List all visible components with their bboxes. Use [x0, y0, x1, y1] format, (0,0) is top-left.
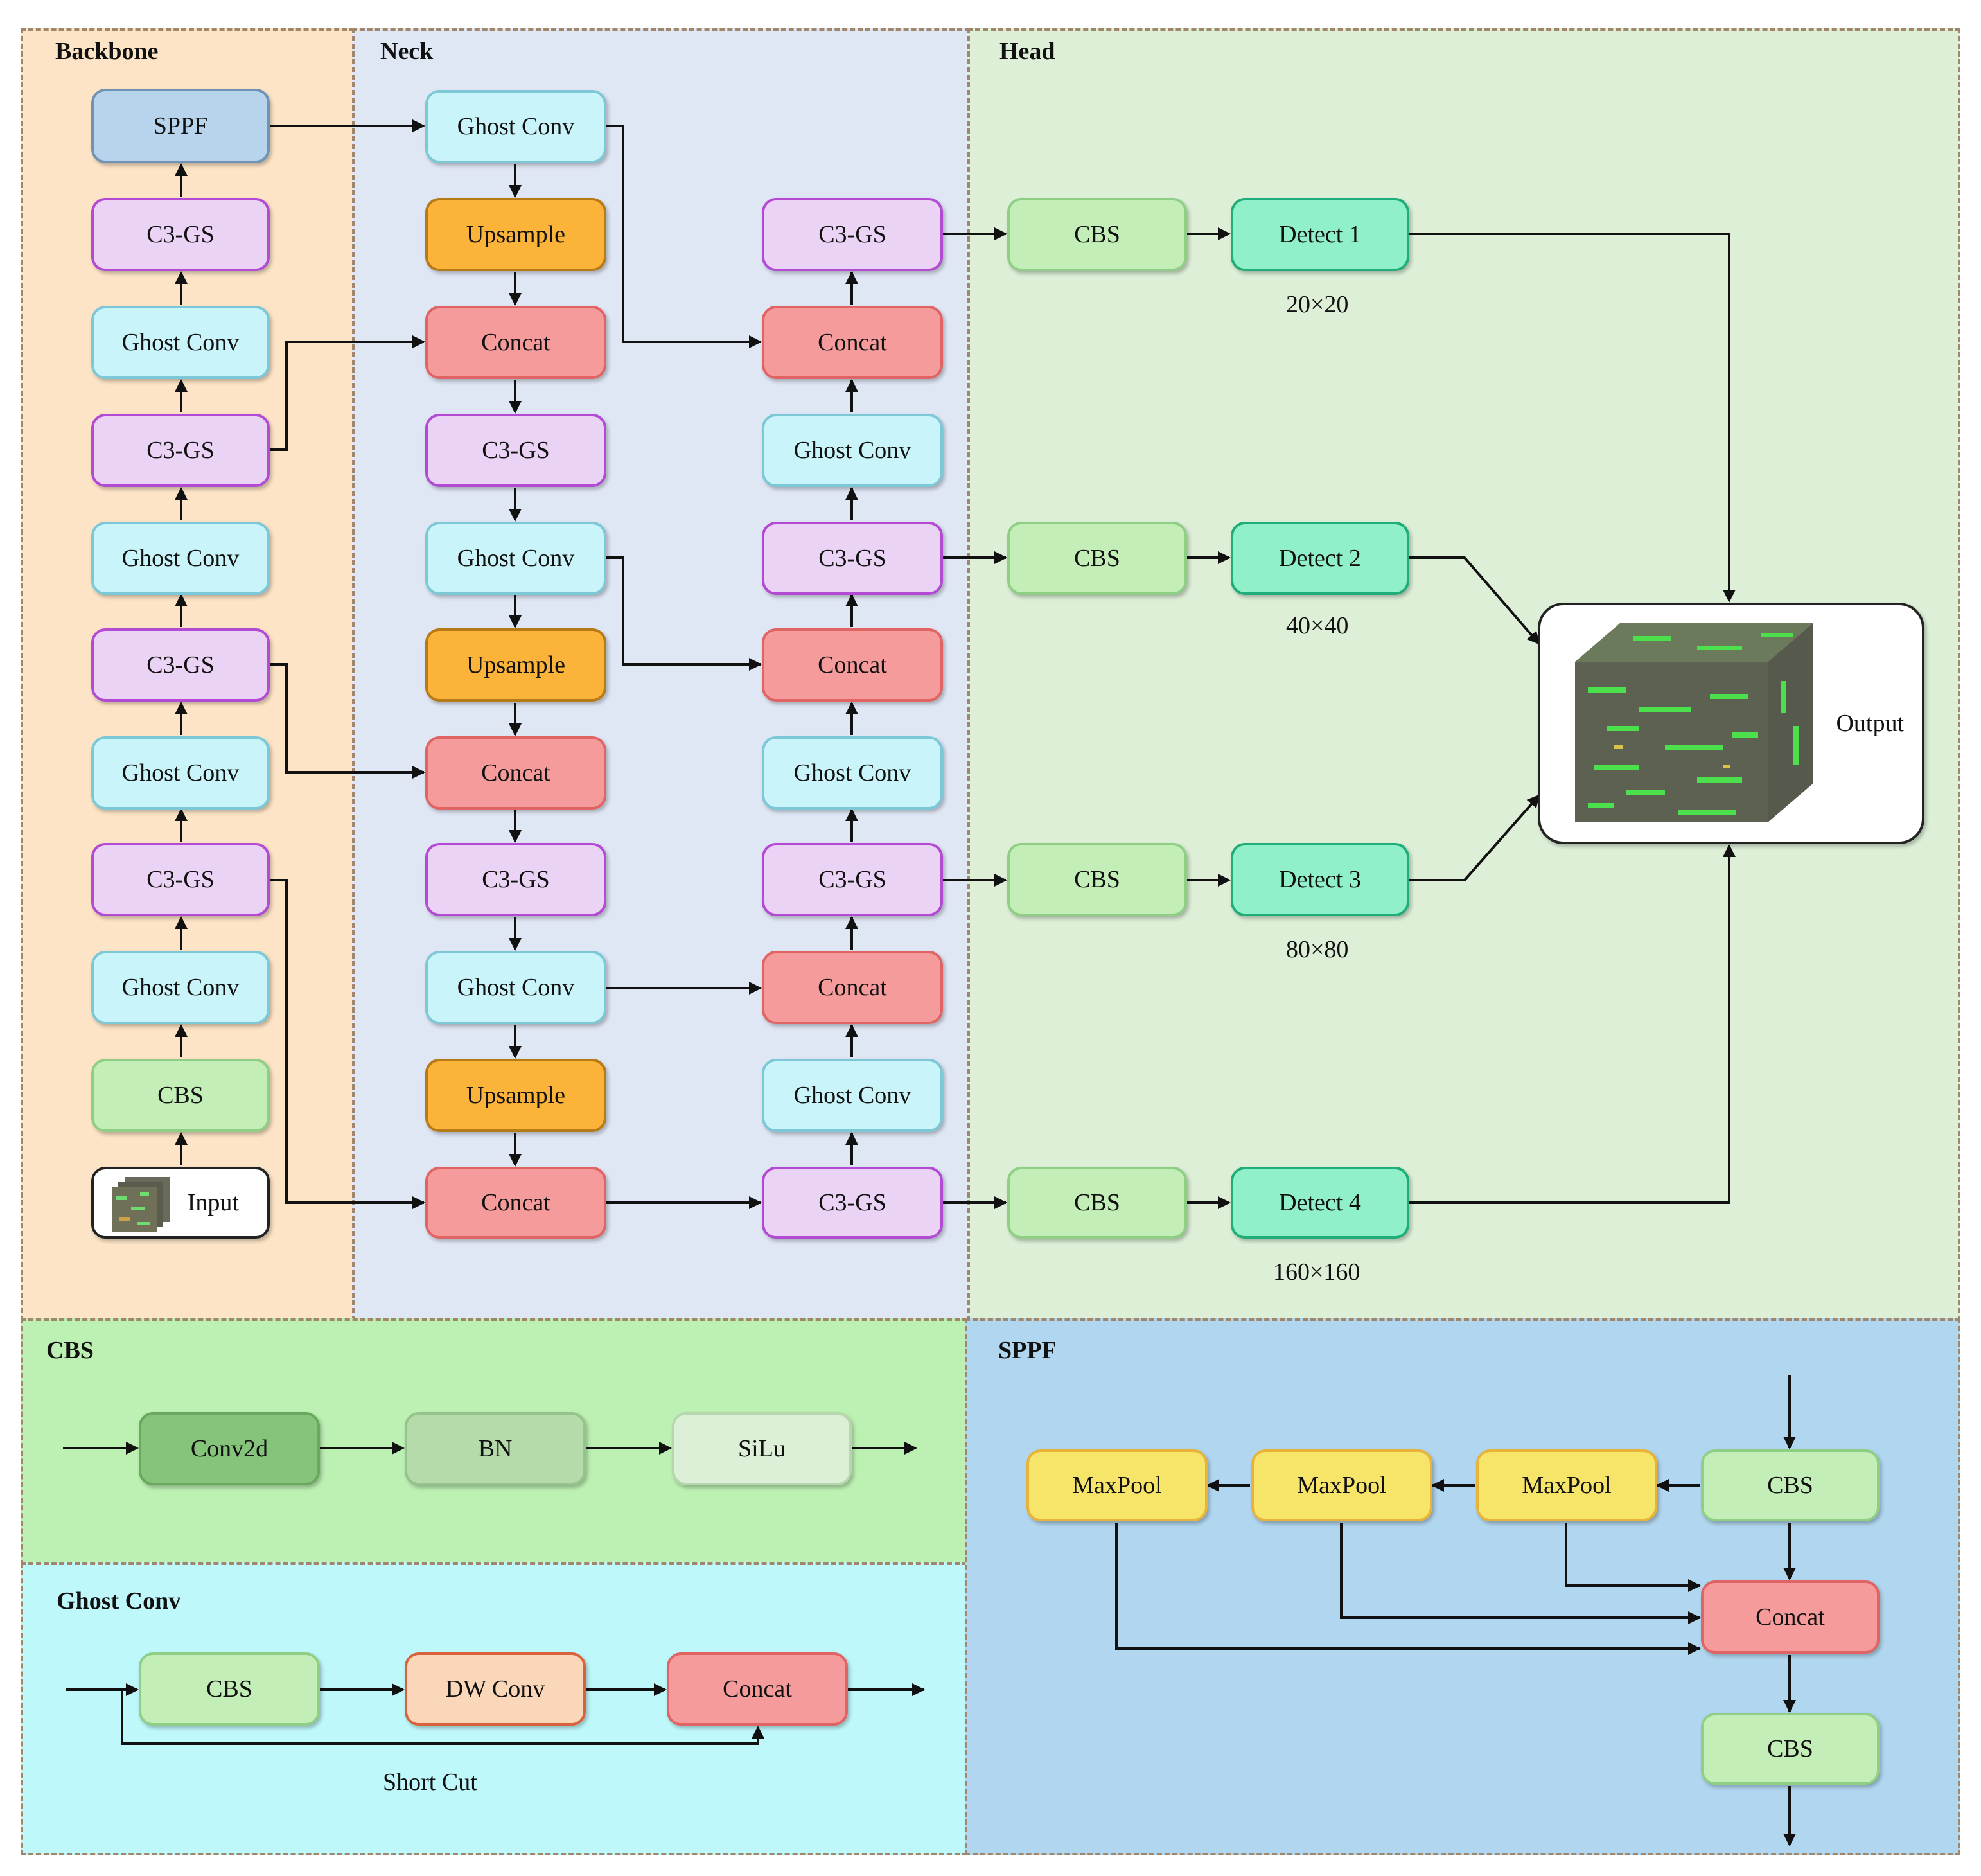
neck-c3gs-1: C3-GS — [425, 414, 606, 487]
detect-2-size: 40×40 — [1286, 612, 1349, 639]
neck-c3gs-r3: C3-GS — [762, 843, 943, 916]
head-title: Head — [999, 38, 1055, 65]
backbone-ghost-conv-4: Ghost Conv — [91, 951, 270, 1024]
backbone-sppf: SPPF — [91, 89, 270, 163]
detect-1: Detect 1 — [1231, 198, 1409, 271]
backbone-ghost-conv-1: Ghost Conv — [91, 306, 270, 379]
backbone-ghost-conv-2: Ghost Conv — [91, 522, 270, 595]
neck-ghost-conv-r1: Ghost Conv — [762, 414, 943, 487]
cbs-bn: BN — [405, 1412, 586, 1485]
neck-title: Neck — [380, 38, 434, 65]
cbs-conv2d: Conv2d — [139, 1412, 320, 1485]
backbone-title: Backbone — [55, 38, 159, 65]
neck-concat-3: Concat — [425, 1167, 606, 1239]
backbone-c3gs-1: C3-GS — [91, 198, 270, 271]
neck-upsample-3: Upsample — [425, 1059, 606, 1132]
ghost-detail-title: Ghost Conv — [57, 1588, 181, 1615]
sppf-cbs-in: CBS — [1701, 1449, 1880, 1521]
backbone-c3gs-4: C3-GS — [91, 843, 270, 916]
ghost-cbs: CBS — [139, 1652, 320, 1726]
cbs-silu: SiLu — [672, 1412, 852, 1485]
neck-ghost-conv-r2: Ghost Conv — [762, 736, 943, 810]
neck-concat-r2: Concat — [762, 628, 943, 702]
backbone-c3gs-3: C3-GS — [91, 628, 270, 702]
neck-ghost-conv-r3: Ghost Conv — [762, 1059, 943, 1132]
detect-3-size: 80×80 — [1286, 936, 1349, 963]
backbone-cbs: CBS — [91, 1059, 270, 1132]
sppf-maxpool-3: MaxPool — [1476, 1449, 1657, 1521]
detect-2: Detect 2 — [1231, 522, 1409, 595]
sppf-detail-title: SPPF — [998, 1337, 1057, 1364]
neck-c3gs-2: C3-GS — [425, 843, 606, 916]
neck-concat-1: Concat — [425, 306, 606, 379]
head-cbs-2: CBS — [1007, 522, 1187, 595]
cbs-detail-title: CBS — [46, 1337, 94, 1364]
detect-3: Detect 3 — [1231, 843, 1409, 916]
input-image-icon — [112, 1177, 170, 1232]
ghost-concat: Concat — [667, 1652, 848, 1726]
neck-upsample-2: Upsample — [425, 628, 606, 702]
neck-concat-2: Concat — [425, 736, 606, 810]
neck-ghost-conv-2: Ghost Conv — [425, 522, 606, 595]
output-box: Output — [1538, 603, 1924, 844]
detect-1-size: 20×20 — [1286, 291, 1349, 318]
output-label: Output — [1836, 710, 1904, 737]
backbone-ghost-conv-3: Ghost Conv — [91, 736, 270, 810]
detect-4-size: 160×160 — [1273, 1259, 1360, 1286]
neck-ghost-conv-1: Ghost Conv — [425, 90, 606, 163]
neck-upsample-1: Upsample — [425, 198, 606, 271]
head-cbs-1: CBS — [1007, 198, 1187, 271]
neck-c3gs-r4: C3-GS — [762, 1167, 943, 1239]
backbone-c3gs-2: C3-GS — [91, 414, 270, 487]
output-cube-image — [1575, 623, 1813, 822]
sppf-maxpool-2: MaxPool — [1251, 1449, 1432, 1521]
sppf-concat: Concat — [1701, 1580, 1880, 1654]
shortcut-label: Short Cut — [383, 1769, 477, 1796]
input-label: Input — [187, 1189, 239, 1216]
neck-concat-r1: Concat — [762, 306, 943, 379]
head-cbs-4: CBS — [1007, 1167, 1187, 1239]
neck-c3gs-r2: C3-GS — [762, 522, 943, 595]
neck-c3gs-r1: C3-GS — [762, 198, 943, 271]
neck-ghost-conv-3: Ghost Conv — [425, 951, 606, 1024]
sppf-cbs-out: CBS — [1701, 1713, 1880, 1785]
sppf-maxpool-1: MaxPool — [1026, 1449, 1208, 1521]
detect-4: Detect 4 — [1231, 1167, 1409, 1239]
neck-concat-r3: Concat — [762, 951, 943, 1024]
head-cbs-3: CBS — [1007, 843, 1187, 916]
ghost-dw-conv: DW Conv — [405, 1652, 586, 1726]
input-node: Input — [91, 1167, 270, 1239]
